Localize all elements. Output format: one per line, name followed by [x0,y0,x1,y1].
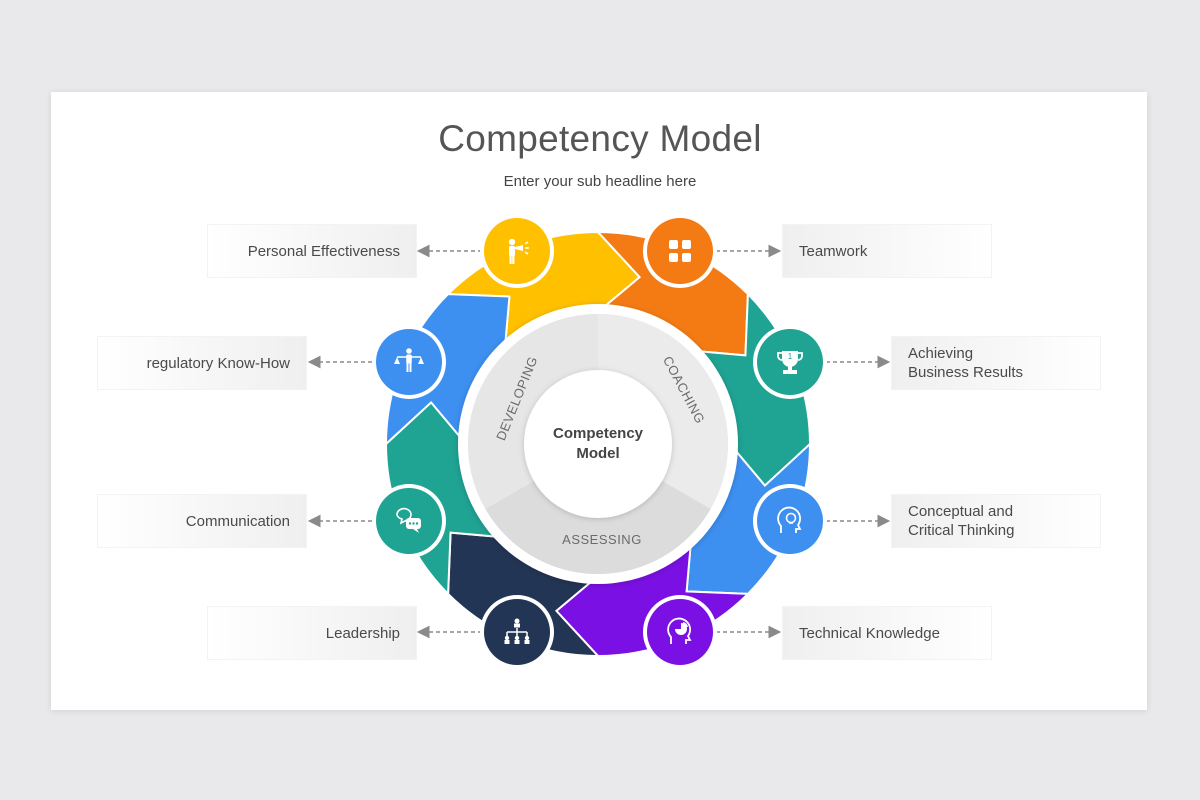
person-scales-icon [394,348,424,372]
person-scales-badge [372,325,446,399]
icon-badge-fill [484,218,550,284]
center-circle [524,370,672,518]
inner-label-assessing: ASSESSING [562,532,642,547]
label-teamwork: Teamwork [782,224,992,278]
presenter-megaphone-icon [508,238,529,264]
page-title: Competency Model [438,118,762,159]
label-regulatory-know-how: regulatory Know-How [97,336,307,390]
center-label-line2: Model [576,445,619,462]
idea-head-badge [753,484,827,558]
trophy-icon: 1 [777,351,803,374]
chat-bubbles-icon [396,507,421,533]
teamwork-hands-badge [643,214,717,288]
icon-badge-fill [757,488,823,554]
org-chart-badge [480,595,554,669]
label-personal-effectiveness: Personal Effectiveness [207,224,417,278]
center-label-line1: Competency [553,425,644,442]
trophy-badge: 1 [753,325,827,399]
label-conceptual-critical-thinking: Conceptual and Critical Thinking [891,494,1101,548]
label-leadership: Leadership [207,606,417,660]
teamwork-hands-icon [669,240,691,262]
head-chart-icon [667,617,692,644]
idea-head-icon [777,506,802,533]
label-communication: Communication [97,494,307,548]
org-chart-icon [504,618,530,644]
label-technical-knowledge: Technical Knowledge [782,606,992,660]
connector-arrows [307,244,891,639]
label-achieving-business-results: Achieving Business Results [891,336,1101,390]
icon-circles: 1 [372,214,827,669]
chat-bubbles-badge [372,484,446,558]
presenter-megaphone-badge [480,214,554,288]
page-subtitle: Enter your sub headline here [503,173,697,190]
head-chart-badge [643,595,717,669]
svg-text:1: 1 [788,352,793,361]
